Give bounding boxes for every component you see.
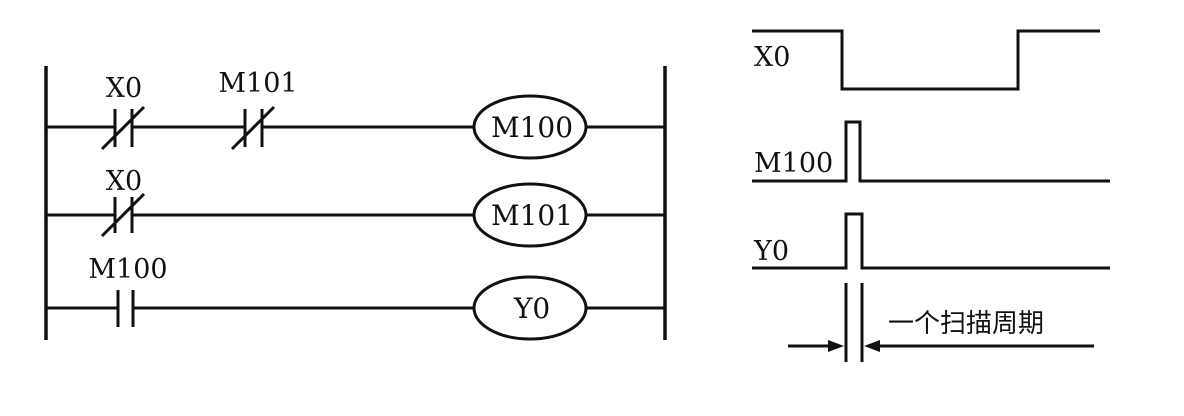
rung-1: X0 M101 M100 bbox=[44, 68, 667, 160]
scan-cycle-annotation: 一个扫描周期 bbox=[888, 309, 1044, 339]
signal-label-y0: Y0 bbox=[753, 236, 789, 267]
waveform-x0 bbox=[752, 29, 1100, 91]
rung-1-contact-x0-nc bbox=[100, 105, 146, 151]
scan-cycle-arrowhead-left bbox=[828, 340, 844, 352]
rung-3-coil-label: Y0 bbox=[513, 292, 550, 325]
rung-2: X0 M101 bbox=[44, 166, 667, 248]
ladder-diagram: X0 M101 M100 X0 M101 bbox=[44, 66, 667, 341]
timing-diagram: X0 M100 Y0 一个扫描周期 bbox=[752, 29, 1110, 362]
rung-1-contact-1-label: X0 bbox=[106, 73, 142, 104]
scan-cycle-arrowhead-right bbox=[864, 340, 880, 352]
rung-2-contact-x0-nc bbox=[100, 192, 146, 238]
signal-label-m100: M100 bbox=[754, 148, 833, 179]
signal-label-x0: X0 bbox=[754, 42, 790, 73]
rung-3-contact-m100-no bbox=[116, 290, 135, 327]
rung-3-contact-1-label: M100 bbox=[88, 254, 167, 285]
rung-1-contact-2-label: M101 bbox=[218, 68, 297, 99]
waveform-y0 bbox=[752, 212, 1110, 270]
rung-2-coil-label: M101 bbox=[491, 199, 573, 232]
rung-1-coil-label: M100 bbox=[491, 111, 573, 144]
waveform-m100 bbox=[752, 120, 1110, 183]
rung-2-contact-1-label: X0 bbox=[106, 166, 142, 197]
rung-3: M100 Y0 bbox=[44, 254, 667, 341]
rung-1-contact-m101-nc bbox=[230, 105, 276, 151]
